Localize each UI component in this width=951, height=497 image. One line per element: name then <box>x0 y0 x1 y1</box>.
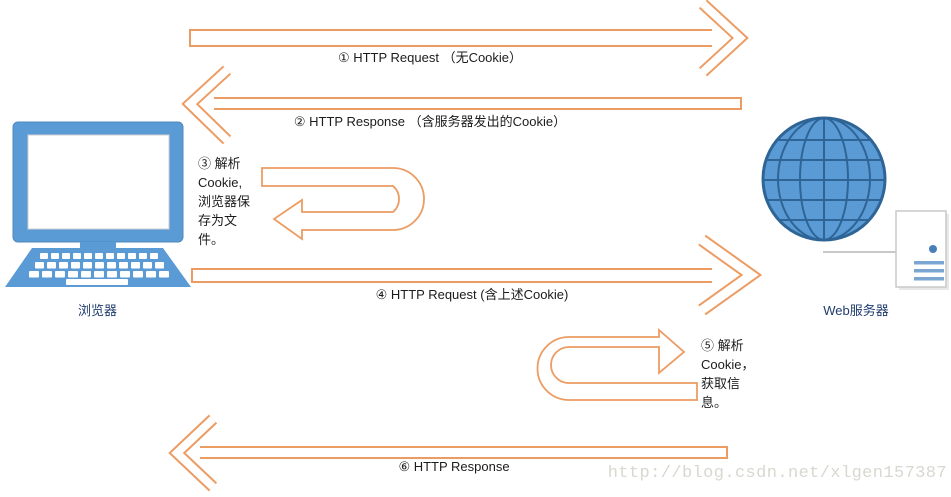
monitor-screen <box>27 134 170 230</box>
server-box-icon <box>895 210 949 290</box>
arrow-http-request-4 <box>191 234 763 316</box>
flow1-label: ① HTTP Request （无Cookie） <box>337 50 523 65</box>
arrow-head-right-icon-inner <box>699 236 759 314</box>
flow6-label: ⑥ HTTP Response <box>398 459 510 474</box>
server-box <box>895 210 947 288</box>
uturn-arrow-server <box>536 328 698 401</box>
flow2-label: ② HTTP Response （含服务器发出的Cookie） <box>293 114 567 129</box>
spacebar-key <box>66 279 128 285</box>
csdn-watermark: http://blog.csdn.net/xlgen157387 <box>607 464 947 483</box>
server-led-dot <box>929 245 937 253</box>
arrow-head-left-icon-inner <box>184 67 230 143</box>
flow5-annotation: ⑤ 解析 Cookie， 获取信 息。 <box>701 338 755 410</box>
flow4-label: ④ HTTP Request (含上述Cookie) <box>375 287 569 302</box>
arrow-shaft <box>200 446 728 459</box>
arrow-head-right-icon-inner <box>700 1 746 75</box>
keyboard-keys <box>29 253 169 285</box>
server-node-label: Web服务器 <box>823 303 889 318</box>
globe-icon <box>761 116 887 242</box>
arrow-http-response-2 <box>181 65 742 145</box>
arrow-http-request-1 <box>189 0 749 77</box>
uturn-arrow-browser <box>261 167 425 241</box>
browser-node-label: 浏览器 <box>77 303 117 318</box>
arrow-shaft <box>189 29 712 47</box>
flow3-annotation: ③ 解析 Cookie, 浏览器保 存为文 件。 <box>198 156 251 247</box>
arrow-shaft <box>214 97 742 110</box>
computer-icon <box>5 121 191 287</box>
arrow-head-left-icon-inner <box>171 416 216 490</box>
arrow-shaft <box>191 268 712 283</box>
arrow-http-response-6 <box>168 414 728 492</box>
